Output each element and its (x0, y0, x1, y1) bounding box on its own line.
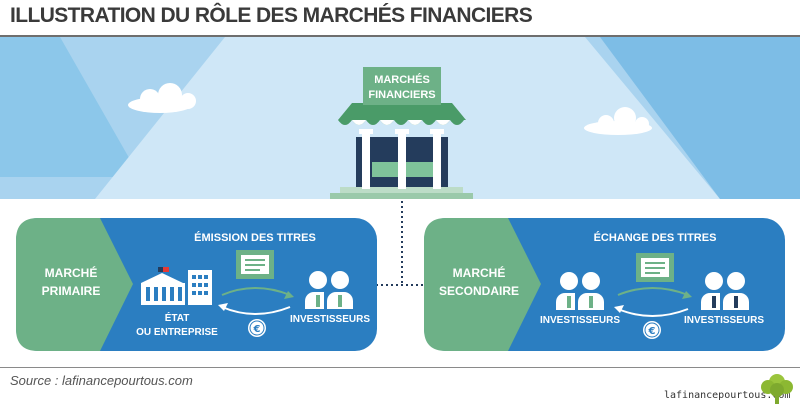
watermark-text: lafinancepourtous.com (664, 390, 791, 401)
title-divider (0, 35, 800, 37)
primary-investors-label: INVESTISSEURS (290, 314, 370, 325)
tree-logo-icon (761, 374, 793, 404)
center-label-line1: MARCHÉS (374, 73, 430, 86)
secondary-euro-symbol: € (648, 326, 656, 337)
flow-arrows-secondary (614, 287, 692, 317)
mountain-right (600, 37, 800, 199)
investors-icon (305, 271, 353, 309)
euro-coin-icon-secondary (643, 321, 661, 339)
primary-euro-symbol: € (253, 324, 261, 335)
footer-divider (0, 367, 800, 368)
secondary-label-line1: MARCHÉ (453, 265, 506, 280)
certificate-icon-secondary (636, 253, 674, 282)
investors-icon-left (556, 272, 604, 310)
source-caption: Source : lafinancepourtous.com (10, 373, 193, 388)
secondary-investors-left-label: INVESTISSEURS (540, 315, 620, 326)
primary-label-line1: MARCHÉ (45, 265, 98, 280)
diagram-canvas: MARCHÉS FINANCIERS MARCHÉ PRIMAIRE ÉMISS… (0, 37, 800, 351)
secondary-section-title: ÉCHANGE DES TITRES (594, 231, 717, 244)
secondary-investors-right-label: INVESTISSEURS (684, 315, 764, 326)
investors-icon-right (701, 272, 749, 310)
secondary-market-panel (424, 218, 785, 351)
euro-coin-icon (248, 319, 266, 337)
mountain-left (0, 37, 140, 177)
certificate-icon (236, 250, 274, 279)
issuer-label-line2: OU ENTREPRISE (136, 327, 218, 338)
primary-label-line2: PRIMAIRE (42, 284, 101, 298)
cloud-left (128, 83, 196, 113)
page-title: ILLUSTRATION DU RÔLE DES MARCHÉS FINANCI… (10, 4, 533, 27)
state-company-buildings-icon (141, 267, 212, 305)
primary-section-title: ÉMISSION DES TITRES (194, 231, 316, 244)
flow-arrows (218, 287, 294, 315)
center-label-line2: FINANCIERS (368, 89, 435, 101)
cloud-right (584, 107, 652, 135)
issuer-label-line1: ÉTAT (165, 311, 190, 324)
market-building-icon (330, 67, 473, 199)
secondary-label-line2: SECONDAIRE (439, 284, 519, 298)
